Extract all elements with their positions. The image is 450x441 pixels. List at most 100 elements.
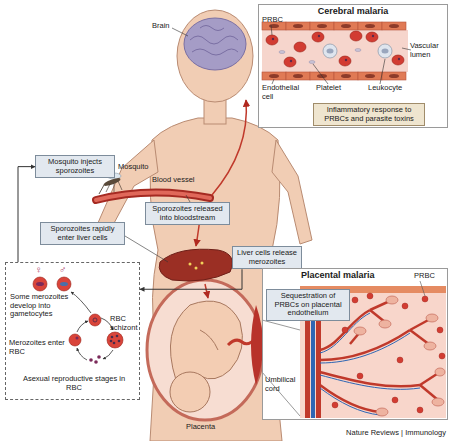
cerebral-inset	[380, 59, 385, 84]
placental-inset	[332, 402, 338, 408]
cerebral-inset	[341, 74, 351, 78]
part-label: Placenta	[186, 423, 215, 432]
placental-inset	[392, 397, 398, 403]
cerebral-inset	[334, 22, 358, 30]
process-box: Mosquito injects sporozoites	[35, 155, 115, 178]
box-text: Liver cells release merozoites	[236, 249, 298, 266]
life-cycle	[116, 335, 119, 338]
blood-vessel	[212, 100, 246, 195]
placental-inset	[420, 385, 438, 400]
life-cycle	[77, 321, 88, 332]
cerebral-inset	[402, 48, 411, 50]
life-cycle	[33, 277, 123, 364]
cerebral-inset	[327, 49, 389, 54]
brain	[184, 18, 246, 70]
cerebral-inset	[317, 24, 327, 28]
placental-inset	[316, 320, 321, 418]
liver	[159, 249, 232, 281]
placental-inset	[320, 333, 410, 363]
placental-inset	[320, 385, 380, 412]
placental-inset	[437, 327, 443, 333]
cerebral-inset	[312, 32, 324, 42]
placental-inset	[426, 314, 438, 322]
box-text: Mosquito injects sporozoites	[39, 158, 111, 175]
part-label: PRBC	[414, 272, 435, 281]
life-cycle	[94, 360, 98, 364]
life-cycle	[89, 314, 101, 326]
part-label: Vascular lumen	[410, 42, 446, 59]
box-text: Merozoites enter RBC	[9, 339, 65, 356]
life-cycle-box: Some merozoites develop into gametocytes…	[5, 262, 140, 400]
cerebral-inset	[309, 61, 315, 64]
body-silhouette	[94, 10, 312, 441]
life-cycle	[60, 282, 68, 286]
cerebral-inset	[279, 49, 361, 64]
cerebral-inset	[262, 22, 406, 80]
cerebral-inset	[327, 49, 334, 54]
cerebral-inset	[372, 35, 374, 37]
uterus-and-fetus	[147, 280, 263, 420]
part-label: Platelet	[316, 84, 341, 93]
placental-inset	[422, 296, 428, 302]
life-cycle	[57, 277, 71, 291]
placental-inset	[320, 313, 420, 415]
life-cycle	[113, 342, 116, 345]
life-cycle	[97, 355, 101, 359]
part-label: Leukocyte	[368, 84, 402, 93]
liver	[201, 262, 204, 265]
liver	[125, 236, 168, 262]
cerebral-inset	[310, 22, 334, 30]
liver	[189, 263, 192, 266]
placental-inset	[357, 373, 363, 379]
uterus-and-fetus	[147, 280, 263, 420]
cerebral-inset	[323, 44, 392, 58]
cerebral-inset	[286, 72, 310, 80]
cerebral-inset	[269, 24, 279, 28]
cerebral-inset	[286, 22, 310, 30]
placental-inset	[386, 296, 398, 304]
cerebral-inset	[392, 55, 404, 65]
mosquito	[114, 183, 115, 192]
cerebral-inset	[365, 24, 375, 28]
placental-inset	[305, 320, 310, 418]
box-text: Sporozoites rapidly enter liver cells	[44, 225, 121, 242]
box-text: Asexual reproductive stages in RBC	[14, 375, 134, 392]
cerebral-inset	[339, 56, 351, 66]
part-label: Brain	[152, 22, 170, 31]
blood-vessel	[186, 195, 190, 202]
box-text: Sporozoites released into bloodstream	[149, 205, 226, 222]
life-cycle	[93, 318, 97, 322]
placental-inset	[439, 353, 445, 359]
placental-inset	[420, 281, 425, 296]
mosquito	[106, 184, 110, 192]
life-cycle	[89, 358, 93, 362]
body-silhouette	[272, 140, 312, 244]
uterus-and-fetus	[200, 330, 218, 350]
sex-symbol: ♀	[35, 264, 43, 276]
box-text: Sequestration of PRBCs on placental endo…	[270, 292, 346, 318]
life-cycle	[33, 277, 47, 291]
placental-inset	[424, 342, 436, 350]
cerebral-inset	[382, 22, 406, 30]
cerebral-inset	[389, 74, 399, 78]
brain	[190, 36, 238, 44]
cerebral-inset	[272, 38, 274, 40]
cerebral-inset	[382, 49, 389, 54]
cerebral-inset	[284, 57, 296, 67]
inset-title: Cerebral malaria	[259, 5, 447, 17]
placental-inset	[262, 281, 425, 416]
process-box: Inflammatory response to PRBCs and paras…	[313, 103, 425, 126]
placental-inset	[320, 375, 420, 389]
brain	[172, 18, 246, 70]
process-box: Liver cells release merozoites	[232, 246, 302, 269]
cerebral-inset	[262, 72, 286, 80]
sex-symbol: ♂	[59, 264, 67, 276]
placental-inset	[311, 320, 315, 418]
cerebral-inset	[266, 35, 278, 45]
cerebral-inset	[313, 64, 328, 84]
placental-inset	[262, 320, 300, 330]
brain	[192, 49, 238, 55]
placental-inset	[354, 296, 445, 416]
cerebral-inset	[350, 31, 362, 41]
cerebral-inset	[271, 25, 411, 84]
